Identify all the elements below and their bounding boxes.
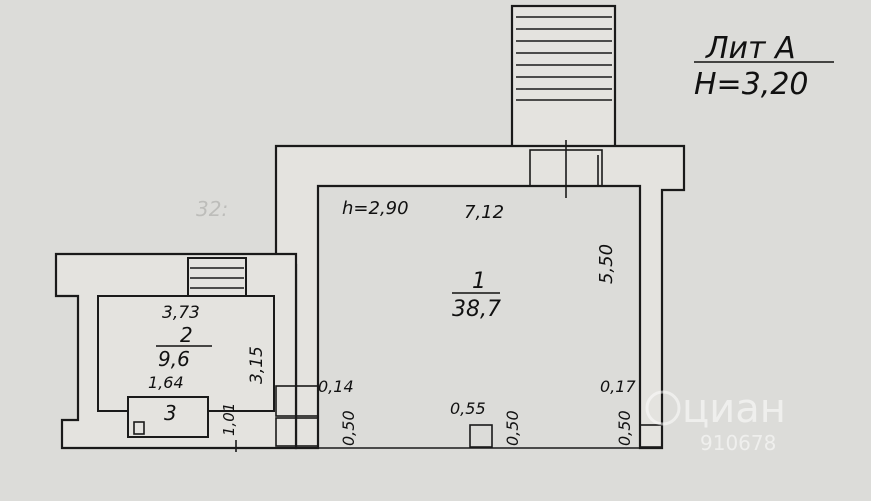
cian-logo-icon xyxy=(645,390,681,426)
room2-width: 3,73 xyxy=(162,303,200,323)
watermark-id: 910678 xyxy=(700,431,776,455)
watermark-brand: циан xyxy=(682,386,786,432)
wall-thickness-014: 0,14 xyxy=(318,377,354,396)
opening-height-050-c: 0,50 xyxy=(615,410,634,446)
room1-width: 7,12 xyxy=(464,202,504,223)
wall-thickness-017: 0,17 xyxy=(600,377,636,396)
title-lit: Лит А xyxy=(705,31,796,66)
room3-depth: 1,01 xyxy=(220,403,238,436)
exterior-stair xyxy=(510,4,617,154)
room3-number: 3 xyxy=(164,401,177,425)
room1-depth: 5,50 xyxy=(596,244,617,284)
room1-area: 38,7 xyxy=(452,297,501,322)
pier-width-055: 0,55 xyxy=(450,399,486,418)
title-height: H=3,20 xyxy=(694,67,809,102)
opening-height-050-a: 0,50 xyxy=(339,410,358,446)
opening-height-050-b: 0,50 xyxy=(503,410,522,446)
ceiling-height: h=2,90 xyxy=(342,198,409,219)
room3-width: 1,64 xyxy=(148,373,184,392)
room2-depth: 3,15 xyxy=(247,346,267,384)
faint-label: 32: xyxy=(196,197,228,221)
room1-number: 1 xyxy=(472,269,486,294)
annex-walls xyxy=(54,252,663,452)
room2-number: 2 xyxy=(180,323,193,347)
cian-watermark: циан 910678 xyxy=(645,386,786,455)
room2-area: 9,6 xyxy=(158,347,190,371)
